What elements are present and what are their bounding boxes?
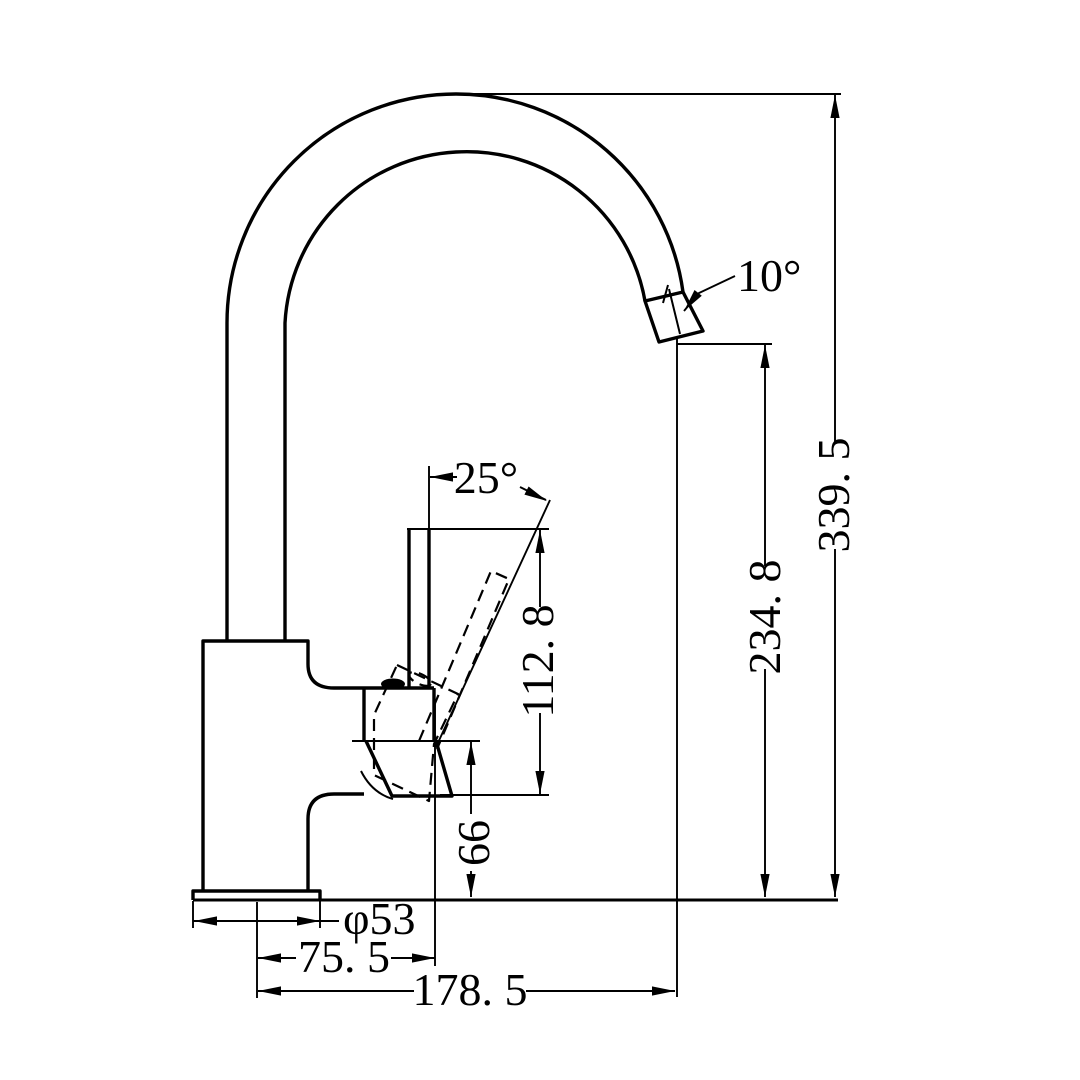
arrowhead bbox=[412, 953, 435, 963]
dim-text-outlet-angle: 10° bbox=[737, 250, 801, 301]
dim-text-spout-reach: 178. 5 bbox=[413, 964, 528, 1015]
arrowhead bbox=[258, 953, 281, 963]
arrowhead bbox=[760, 874, 770, 897]
arrowhead bbox=[652, 986, 675, 996]
arrowhead bbox=[760, 345, 770, 368]
arrowhead bbox=[830, 95, 840, 118]
ghost-lever bbox=[417, 569, 511, 750]
dim-text-overall-height: 339. 5 bbox=[808, 438, 859, 553]
dim-text-body-height: 66 bbox=[448, 820, 499, 866]
arrowhead bbox=[430, 472, 453, 482]
arrowhead bbox=[466, 742, 476, 765]
handle-axis-line bbox=[435, 499, 551, 748]
arrowhead bbox=[297, 916, 320, 926]
base-flange bbox=[191, 889, 322, 900]
arrowhead bbox=[535, 771, 545, 794]
arrowhead bbox=[830, 874, 840, 897]
handle-index-dot bbox=[381, 678, 405, 690]
faucet-body-upper bbox=[201, 639, 364, 891]
dim-text-base-diameter: φ53 bbox=[343, 893, 416, 944]
arrowhead bbox=[466, 874, 476, 897]
dim-text-handle-length: 112. 8 bbox=[512, 604, 563, 717]
ghost-index-dot bbox=[407, 671, 433, 687]
handle-lever-vertical bbox=[407, 530, 431, 688]
faucet-body-lower bbox=[306, 792, 364, 891]
dimension-lines bbox=[192, 93, 841, 998]
arrowhead bbox=[194, 916, 217, 926]
arrowhead bbox=[524, 486, 550, 506]
dimension-texts: 339. 5 234. 8 112. 8 66 φ53 75. 5 178. 5… bbox=[298, 250, 859, 1015]
ghost-handle-tilted bbox=[372, 569, 511, 803]
ghost-housing-square bbox=[372, 663, 460, 803]
faucet-outline bbox=[191, 92, 838, 902]
spout-inner-arc bbox=[283, 149, 647, 641]
nozzle-center-tick bbox=[662, 284, 681, 335]
arrowhead bbox=[535, 530, 545, 553]
arrowheads bbox=[194, 95, 840, 996]
housing-base-curve bbox=[360, 770, 394, 800]
dim-text-outlet-height: 234. 8 bbox=[739, 560, 790, 675]
arrowhead bbox=[258, 986, 281, 996]
dim-text-handle-offset: 75. 5 bbox=[298, 931, 390, 982]
dim-text-handle-angle: 25° bbox=[454, 452, 518, 503]
spout-outer-arc bbox=[225, 92, 685, 641]
